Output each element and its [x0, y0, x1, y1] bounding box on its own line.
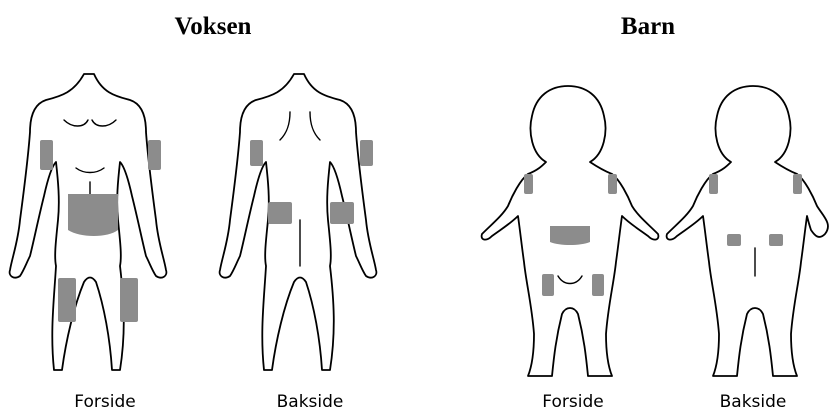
- child-back-buttock-site-right: [769, 234, 783, 246]
- adult-back-figure: [210, 70, 410, 390]
- child-front-thigh-site-right: [592, 274, 604, 296]
- child-heading: Barn: [598, 12, 698, 42]
- child-front-figure: [480, 70, 660, 390]
- adult-front-upper-arm-site-left: [40, 140, 53, 170]
- child-front-upper-arm-site-left: [524, 174, 533, 194]
- child-back-buttock-site-left: [727, 234, 741, 246]
- adult-front-figure: [0, 70, 200, 390]
- adult-back-buttock-site-left: [268, 202, 292, 224]
- adult-front-thigh-site-right: [120, 278, 138, 322]
- adult-heading: Voksen: [148, 12, 278, 42]
- adult-front-thigh-site-left: [58, 278, 76, 322]
- child-front-thigh-site-left: [542, 274, 554, 296]
- child-back-figure: [665, 70, 832, 390]
- child-front-caption: Forside: [518, 392, 628, 412]
- child-front-upper-arm-site-right: [608, 174, 617, 194]
- adult-front-upper-arm-site-right: [148, 140, 161, 170]
- child-back-upper-arm-site-left: [709, 174, 718, 194]
- adult-front-abdomen-site: [68, 194, 118, 236]
- child-back-upper-arm-site-right: [793, 174, 802, 194]
- child-back-caption: Bakside: [698, 392, 808, 412]
- adult-back-upper-arm-site-right: [360, 140, 373, 166]
- child-front-abdomen-site: [550, 226, 590, 245]
- adult-front-caption: Forside: [50, 392, 160, 412]
- adult-back-caption: Bakside: [255, 392, 365, 412]
- adult-back-upper-arm-site-left: [250, 140, 263, 166]
- adult-back-buttock-site-right: [330, 202, 354, 224]
